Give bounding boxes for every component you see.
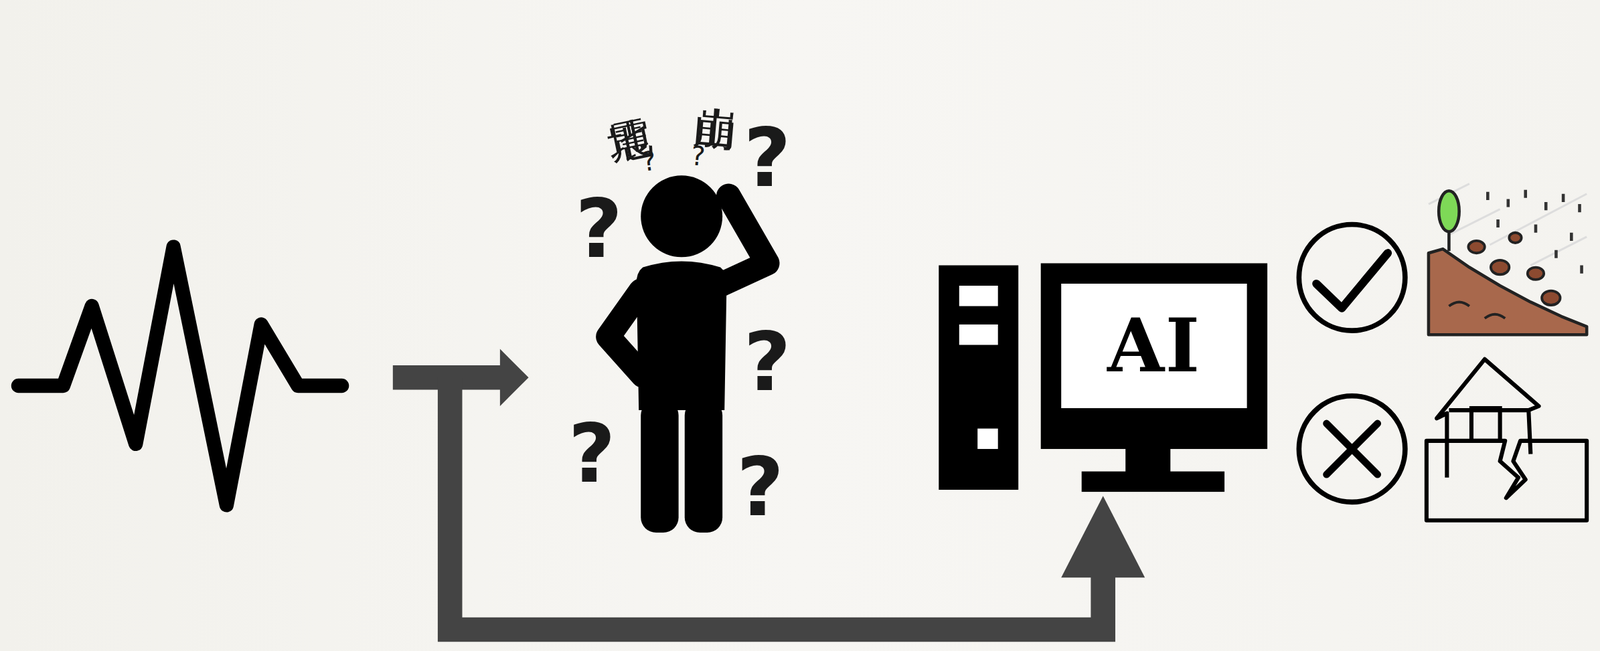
person-leg [640, 400, 679, 533]
computer-tower [938, 265, 1019, 491]
question-mark: ? [736, 447, 784, 529]
rock [1541, 291, 1560, 306]
question-mark: ? [689, 142, 706, 171]
question-mark: ? [568, 413, 616, 496]
person-leg [684, 400, 723, 533]
ground-slope [1428, 249, 1587, 335]
earthquake-icon [1426, 359, 1587, 521]
monitor-neck [1125, 447, 1171, 474]
arrow-head [500, 349, 529, 407]
monitor-screen [1061, 283, 1247, 409]
tilted-house [1436, 359, 1539, 478]
house-door [1471, 408, 1501, 442]
ai-screen: AI [1061, 283, 1247, 409]
arrow-head [1061, 496, 1145, 578]
plant-leaf [1438, 190, 1459, 232]
rock [1527, 267, 1544, 280]
rock [1490, 260, 1509, 275]
ground-lines [1448, 301, 1505, 318]
cracked-ground [1426, 441, 1587, 521]
check-circle [1298, 224, 1406, 332]
check-mark [1316, 253, 1388, 308]
cross-mark [1326, 423, 1378, 475]
screen-text: AI [1107, 309, 1202, 383]
question-mark: ? [575, 188, 623, 271]
landslide-icon [1428, 184, 1587, 336]
monitor-base [1081, 471, 1225, 493]
question-mark: ? [743, 117, 792, 199]
tower-slot [959, 324, 999, 346]
monitor-frame [1041, 263, 1268, 450]
person-arm [718, 196, 768, 286]
vertical-word: 山崩 [698, 71, 742, 76]
tower-slot [959, 285, 999, 307]
question-mark: ? [743, 321, 792, 404]
cross-circle [1298, 396, 1406, 503]
person-arm [607, 291, 643, 377]
person-head [640, 175, 723, 258]
vertical-word: 地震 [597, 82, 640, 92]
rock [1508, 232, 1522, 244]
rock [1468, 241, 1485, 254]
waveform [18, 247, 342, 506]
question-mark: ? [640, 147, 658, 176]
tower-slot [977, 429, 998, 450]
